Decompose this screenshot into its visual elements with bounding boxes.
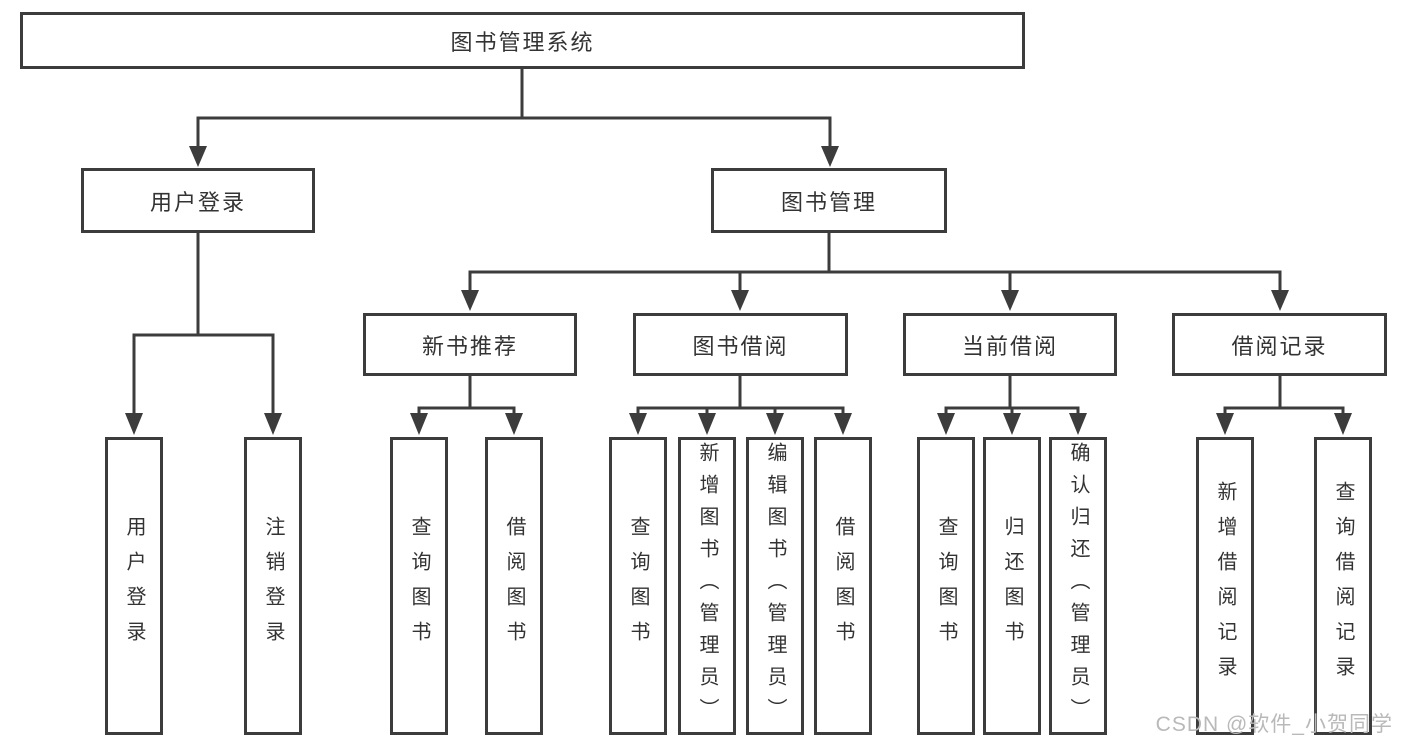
- leaf-query-books-current: 查询图书: [917, 437, 975, 735]
- node-book-borrow: 图书借阅: [633, 313, 848, 376]
- node-new-book-recommend: 新书推荐: [363, 313, 577, 376]
- node-user-login: 用户登录: [81, 168, 315, 233]
- leaf-user-login: 用户登录: [105, 437, 163, 735]
- leaf-logout: 注销登录: [244, 437, 302, 735]
- leaf-query-books-borrow: 查询图书: [609, 437, 667, 735]
- node-current-borrow: 当前借阅: [903, 313, 1117, 376]
- arrowheads: [125, 146, 1352, 435]
- leaf-borrow-books-recommend: 借阅图书: [485, 437, 543, 735]
- node-borrow-records: 借阅记录: [1172, 313, 1387, 376]
- leaf-query-books-recommend: 查询图书: [390, 437, 448, 735]
- node-book-management: 图书管理: [711, 168, 947, 233]
- leaf-borrow-books: 借阅图书: [814, 437, 872, 735]
- leaf-query-borrow-record: 查询借阅记录: [1314, 437, 1372, 735]
- leaf-return-books: 归还图书: [983, 437, 1041, 735]
- leaf-edit-books-admin: 编辑图书（管理员）: [746, 437, 804, 735]
- leaf-add-borrow-record: 新增借阅记录: [1196, 437, 1254, 735]
- leaf-add-books-admin: 新增图书（管理员）: [678, 437, 736, 735]
- node-root: 图书管理系统: [20, 12, 1025, 69]
- leaf-confirm-return-admin: 确认归还（管理员）: [1049, 437, 1107, 735]
- csdn-watermark: CSDN @软件_小贺同学: [1155, 713, 1393, 736]
